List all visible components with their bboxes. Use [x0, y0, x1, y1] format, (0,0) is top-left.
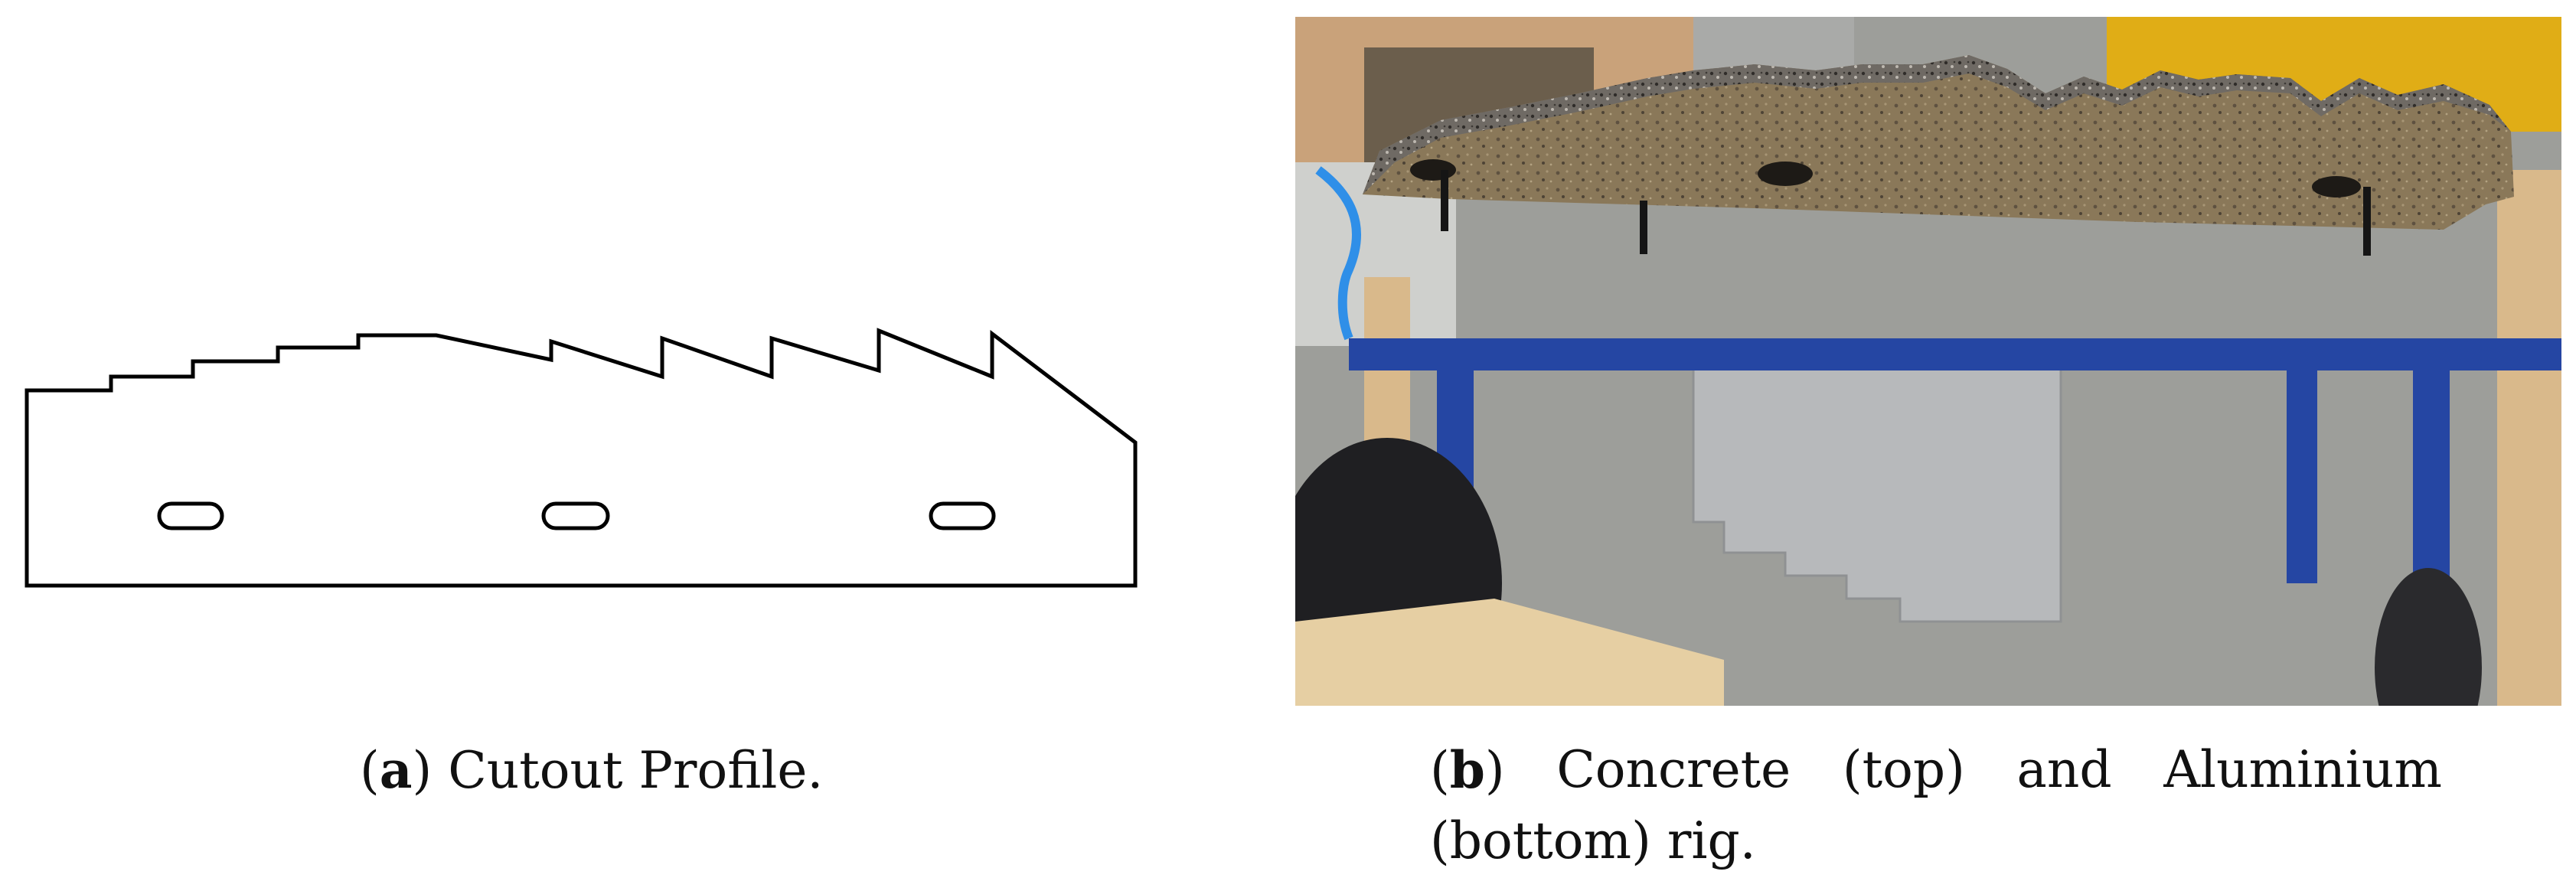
- caption-b-label: b: [1449, 740, 1485, 800]
- blue-network-cable: [1315, 166, 1361, 341]
- aluminium-plate: [1692, 352, 2062, 623]
- slot-hole-left: [157, 501, 224, 530]
- caption-a-text: Cutout Profile.: [448, 741, 824, 800]
- caption-b-word-4: Aluminium: [2163, 740, 2442, 799]
- cutout-profile-drawing: [15, 276, 1148, 597]
- cable-tie-middle: [1640, 201, 1647, 254]
- profile-outline: [24, 328, 1138, 588]
- rig-photo-svg: [1295, 17, 2561, 706]
- concrete-specimen: [1363, 55, 2514, 230]
- concrete-crust: [1363, 55, 2511, 194]
- slot-hole-middle: [541, 501, 610, 530]
- profile-outline-svg: [24, 328, 1138, 588]
- caption-b-word-2: (top): [1842, 740, 1965, 799]
- concrete-slot-hole-middle: [1758, 162, 1813, 186]
- caption-a: (a) Cutout Profile.: [360, 740, 824, 800]
- clamp-right: [2375, 568, 2482, 706]
- caption-b-word-1: Concrete: [1556, 740, 1791, 799]
- rig-photograph: [1295, 17, 2561, 706]
- cable-tie-right: [2363, 187, 2371, 256]
- blue-frame-leg-mid: [2287, 354, 2317, 583]
- concrete-slot-hole-left: [1410, 159, 1456, 181]
- caption-b-line-2: (bottom) rig.: [1430, 811, 1756, 870]
- caption-b: (b) Concrete (top) and Aluminium (bottom…: [1430, 735, 2442, 876]
- cable-tie-left: [1441, 170, 1448, 231]
- wood-post-right: [2497, 170, 2561, 706]
- concrete-slot-hole-right: [2312, 176, 2361, 197]
- slot-hole-right: [929, 501, 996, 530]
- blue-frame-beam: [1349, 338, 2561, 370]
- caption-a-label: a: [379, 740, 413, 800]
- caption-b-label-group: (b): [1430, 740, 1505, 800]
- caption-b-word-3: and: [2016, 740, 2112, 799]
- wood-base: [1295, 599, 1724, 706]
